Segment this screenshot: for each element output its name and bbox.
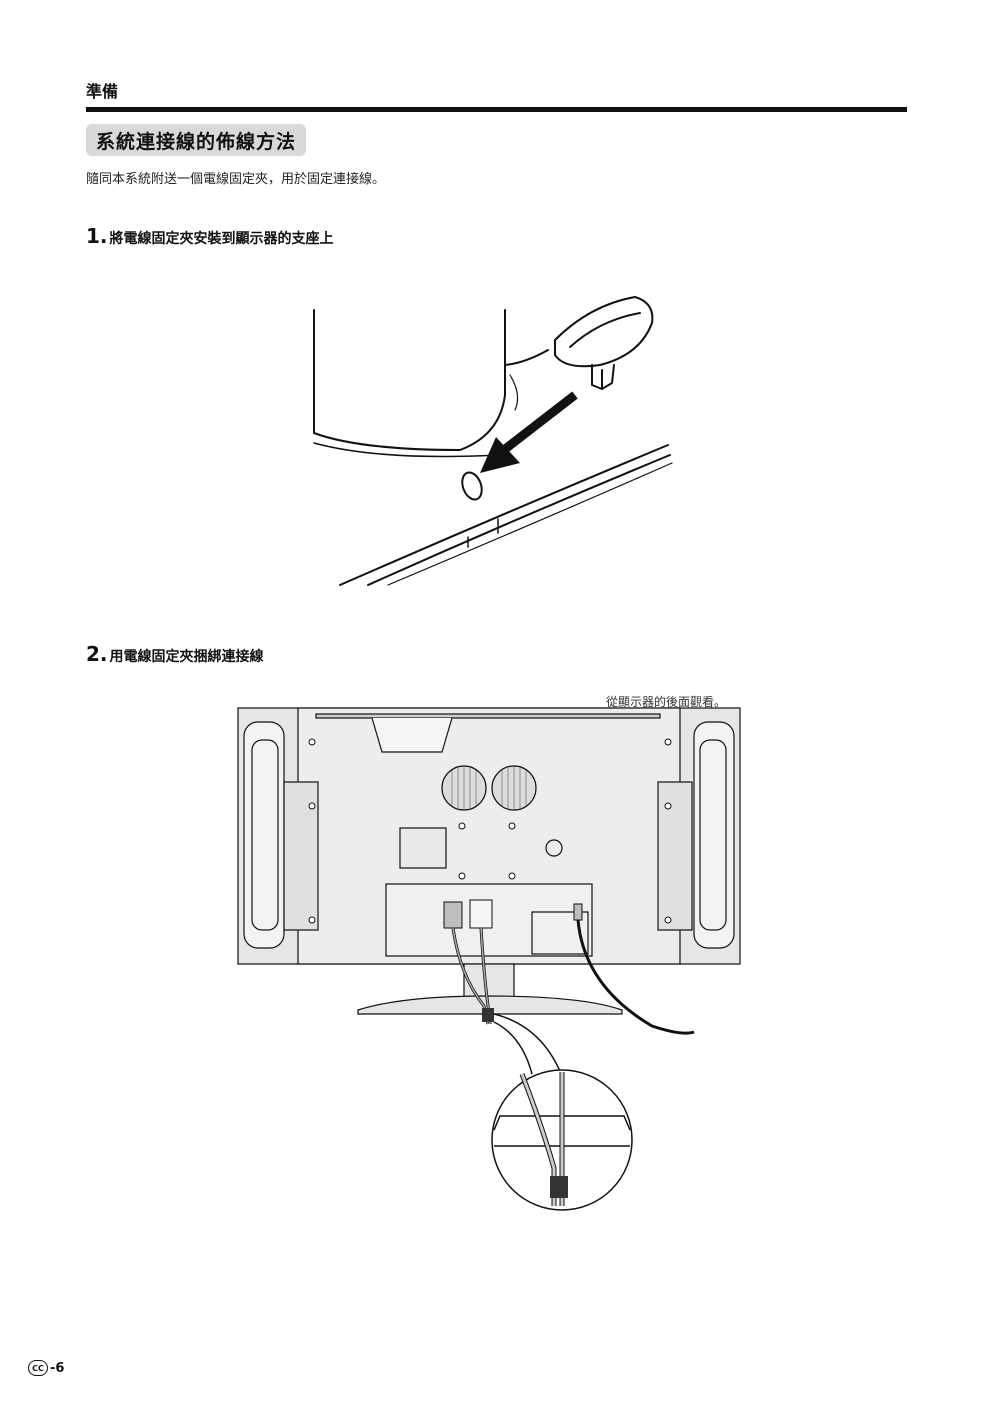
title-box: 系統連接線的佈線方法 [86,124,307,156]
page-title: 系統連接線的佈線方法 [96,130,297,153]
step-1-text: 將電線固定夾安裝到顯示器的支座上 [109,231,334,247]
step-1-number: 1. [86,224,108,248]
section-label: 準備 [86,82,119,101]
step-2-number: 2. [86,642,108,666]
header-rule [86,107,907,112]
page-number: -6 [50,1360,65,1376]
step-2-text: 用電線固定夾捆綁連接線 [109,649,264,665]
page-footer: CC -6 [28,1360,64,1376]
intro-text: 隨同本系統附送一個電線固定夾，用於固定連接線。 [86,172,386,187]
step-1: 1. 將電線固定夾安裝到顯示器的支座上 [86,224,334,248]
clip-attach-illustration [313,296,673,586]
step-2: 2. 用電線固定夾捆綁連接線 [86,642,264,666]
language-badge: CC [28,1360,48,1376]
cable-bundle-illustration [237,707,741,1211]
figure-2-note: 從顯示器的後面觀看。 [606,695,727,709]
